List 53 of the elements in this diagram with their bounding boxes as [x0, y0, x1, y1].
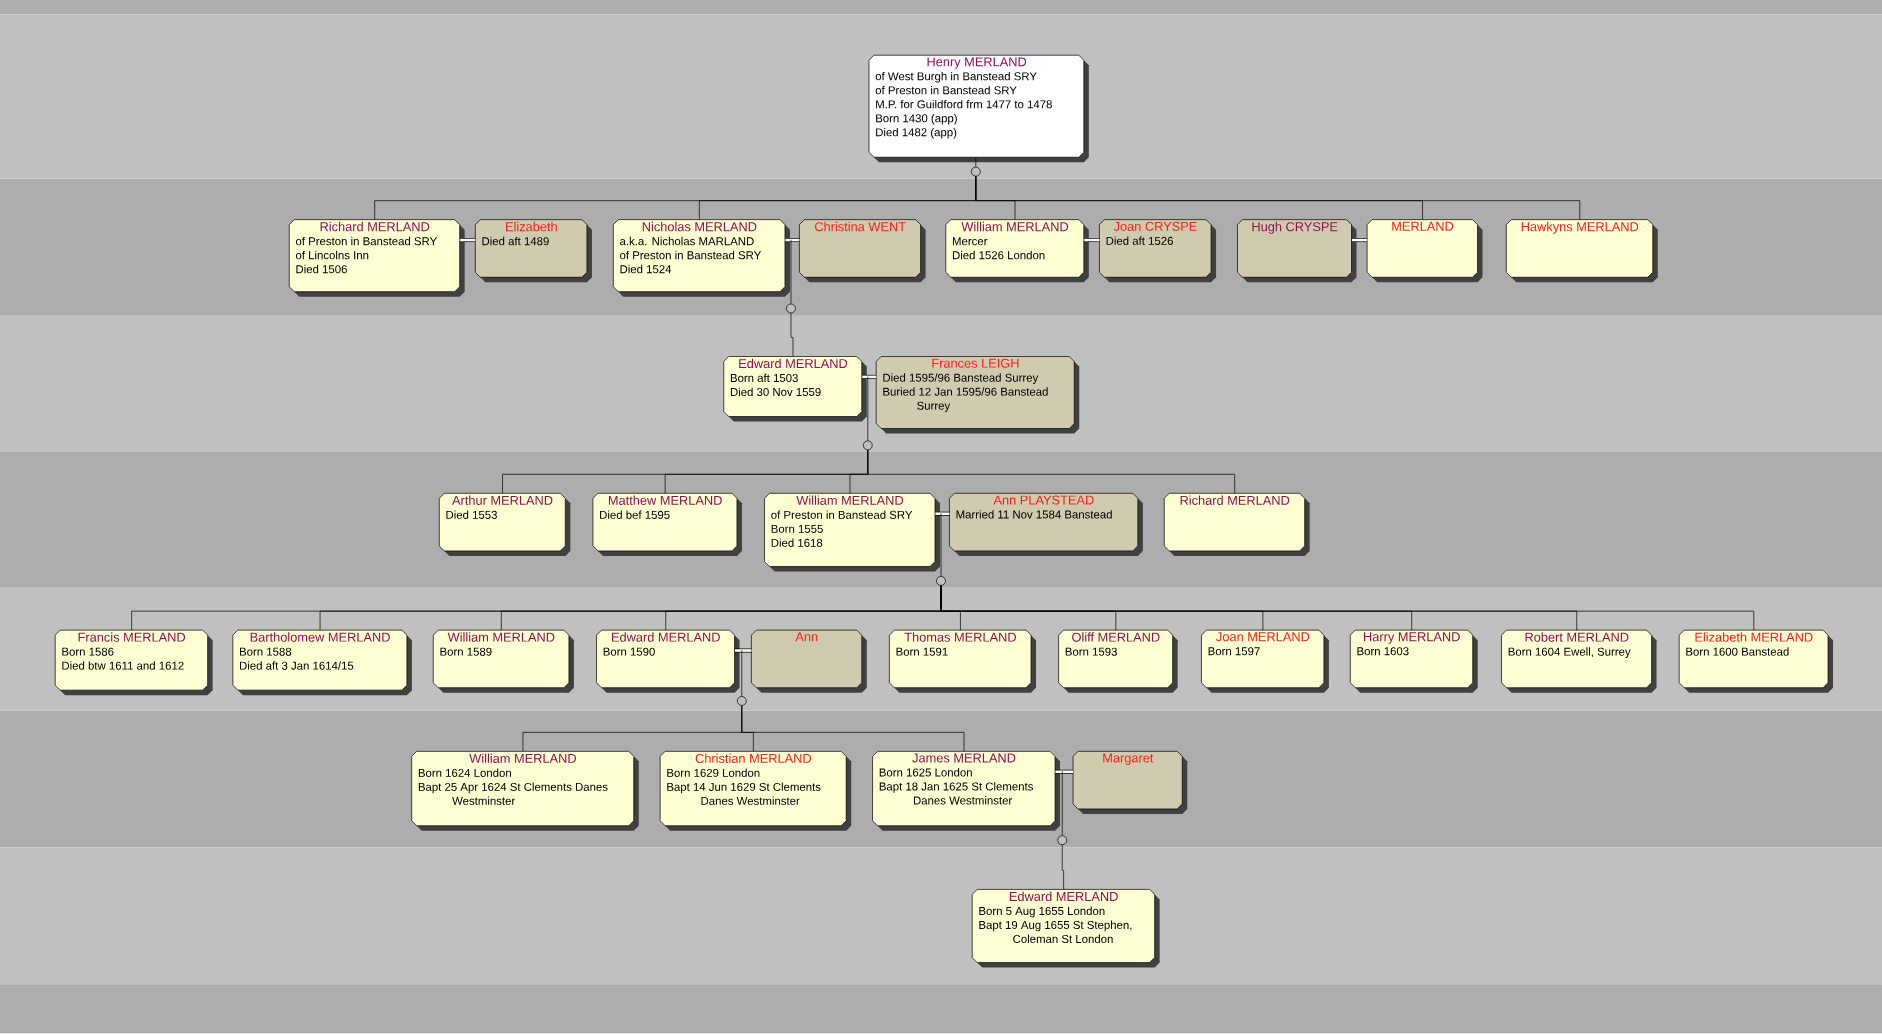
person-box: Richard MERLAND — [1163, 492, 1310, 556]
person-box: Francis MERLAND Born 1586 Died btw 1611 and 1612 — [54, 629, 213, 696]
person-box: Bartholomew MERLAND Born 1588 Died aft 3 Jan 1614/15 — [232, 629, 412, 696]
descent-line — [741, 649, 743, 697]
descent-line — [790, 239, 792, 304]
marriage-line — [1084, 238, 1100, 243]
person-box: Christian MERLAND Born 1629 London Bapt 14 Jun 1629 St Clements Danes Westminster — [659, 751, 852, 831]
person-box: Hawkyns MERLAND — [1506, 219, 1658, 283]
descent-line — [975, 157, 977, 168]
person-box: Joan CRYSPE Died aft 1526 — [1099, 219, 1217, 283]
person-box: Frances LEIGH Died 1595/96 Banstead Surrey Buried 12 Jan 1595/96 Banstead Surrey — [875, 356, 1080, 434]
descent-line — [867, 449, 1236, 494]
person-box: Richard MERLAND of Preston in Banstead SRY of Lincolns Inn Died 1506 — [288, 219, 465, 297]
person-box: James MERLAND Born 1625 London Bapt 18 Jan 1625 St Clements Danes Westminster — [872, 751, 1061, 831]
person-box: Matthew MERLAND Died bef 1595 — [592, 492, 742, 556]
marriage-line — [1055, 769, 1074, 774]
person-box: Edward MERLAND Born aft 1503 Died 30 Nov 1559 — [723, 356, 867, 422]
descent-line — [867, 376, 869, 441]
descent-line — [940, 513, 942, 577]
person-box: Margaret — [1072, 751, 1188, 814]
person-box: MERLAND — [1366, 219, 1483, 283]
person-box: Elizabeth MERLAND Born 1600 Banstead — [1678, 629, 1833, 693]
person-box: Robert MERLAND Born 1604 Ewell, Surrey — [1501, 629, 1657, 693]
descent-line — [741, 705, 965, 752]
person-box: William MERLAND Born 1624 London Bapt 25 Apr 1624 St Clements Danes Westminster — [411, 751, 639, 831]
person-box: Ann — [751, 629, 867, 693]
descent-line — [1061, 771, 1063, 836]
person-box: Nicholas MERLAND a.k.a. Nicholas MARLAND of Preston in Banstead SRY Died 1524 — [613, 219, 790, 297]
person-box: Ann PLAYSTEAD Married 11 Nov 1584 Banstead — [949, 492, 1143, 556]
descent-line — [790, 312, 794, 357]
marriage-line — [862, 374, 877, 379]
person-box: Thomas MERLAND Born 1591 — [889, 629, 1037, 693]
person-box: Arthur MERLAND Died 1553 — [438, 492, 571, 556]
marriage-line — [785, 238, 800, 243]
person-box: Hugh CRYSPE — [1237, 219, 1357, 283]
person-box: Christina WENT — [799, 219, 926, 283]
marriage-line — [734, 648, 752, 653]
person-box: William MERLAND of Preston in Banstead SRY Born 1555 Died 1618 — [764, 492, 940, 572]
person-box: Henry MERLAND of West Burgh in Banstead SRY of Preston in Banstead SRY M.P. for Guildford frm 1477 to 1478 Born 1430 (app) Died 1482 (app) — [868, 54, 1089, 163]
marriage-line — [1351, 238, 1368, 243]
descent-line — [975, 176, 1581, 220]
person-box: Oliff MERLAND Born 1593 — [1058, 629, 1178, 693]
descent-line — [940, 585, 1755, 631]
person-box: Edward MERLAND Born 5 Aug 1655 London Bapt 19 Aug 1655 St Stephen, Coleman St London — [971, 889, 1160, 968]
descent-line — [1061, 844, 1064, 890]
marriage-line — [460, 238, 476, 243]
person-box: Harry MERLAND Born 1603 — [1349, 629, 1478, 693]
person-box: William MERLAND Mercer Died 1526 London — [945, 219, 1089, 283]
person-box: Joan MERLAND Born 1597 — [1201, 629, 1329, 693]
marriage-line — [935, 511, 950, 516]
person-box: Elizabeth Died aft 1489 — [474, 219, 592, 283]
person-box: William MERLAND Born 1589 — [432, 629, 574, 693]
person-box: Edward MERLAND Born 1590 — [596, 629, 740, 693]
